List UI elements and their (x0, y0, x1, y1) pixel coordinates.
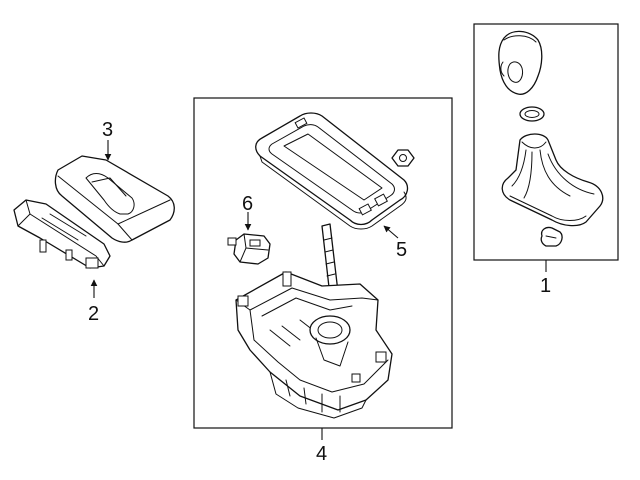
console-cover[interactable] (54, 155, 175, 243)
callout-6: 6 (242, 193, 253, 215)
boot-clip[interactable] (540, 226, 563, 247)
position-sensor[interactable] (227, 233, 271, 265)
shift-boot[interactable] (501, 133, 604, 227)
nut[interactable] (391, 149, 415, 167)
callout-2: 2 (88, 303, 99, 325)
callout-1: 1 (540, 275, 551, 297)
callout-5: 5 (396, 239, 407, 261)
retaining-ring[interactable] (519, 106, 545, 122)
callout-4: 4 (316, 443, 327, 465)
shifter-assembly[interactable] (235, 223, 393, 419)
shift-knob[interactable] (498, 30, 543, 95)
shifter-bezel[interactable] (255, 112, 409, 230)
callout-3: 3 (102, 119, 113, 141)
group-box-4 (193, 97, 453, 429)
mode-switch[interactable] (13, 199, 111, 269)
leader-5 (383, 225, 399, 239)
